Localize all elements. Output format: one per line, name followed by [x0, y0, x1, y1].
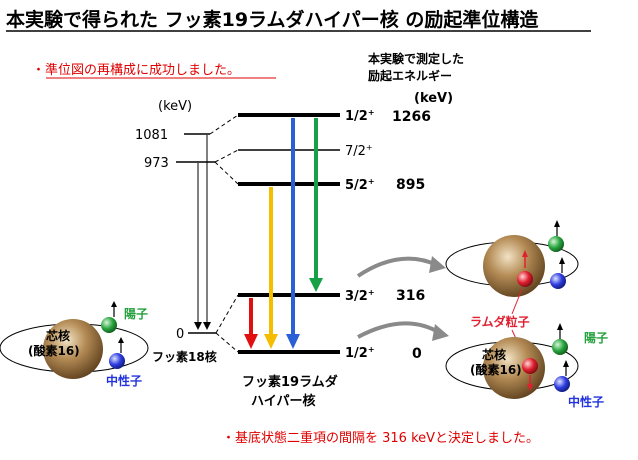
connector-dash — [215, 294, 239, 334]
f19-label-line2: ハイパー核 — [251, 393, 315, 409]
connector-dash — [215, 332, 239, 353]
f19-spin-7-2: 7/2+ — [345, 143, 373, 159]
f18-level-1081-label: 1081 — [135, 128, 168, 143]
curved-arrow-upper — [356, 256, 438, 278]
note-bottom: ・基底状態二重項の間隔を 316 keVと決定しました。 — [222, 430, 539, 446]
lambda-ball — [522, 358, 538, 374]
f18-label: フッ素18核 — [152, 349, 217, 364]
page-title: 本実験で得られた フッ素19ラムダハイパー核 の励起準位構造 — [6, 8, 539, 31]
f19-spin-3-2: 3/2+ — [345, 288, 375, 304]
curved-arrow-lower — [357, 321, 442, 339]
core-label-right-line1: 芯核 — [482, 347, 506, 362]
f19-label-line1: フッ素19ラムダ — [242, 374, 338, 390]
spin-arrowhead — [557, 323, 563, 330]
connector-dash — [209, 114, 239, 135]
core-label-left-line2: (酸素16) — [28, 343, 80, 358]
neutron-ball — [109, 353, 125, 369]
f19-spin-1-2-top: 1/2+ — [345, 108, 375, 124]
header-measured-line1: 本実験で測定した — [368, 51, 464, 66]
neutron-label-right: 中性子 — [568, 394, 604, 409]
spin-arrowhead — [554, 220, 560, 227]
core-label-right-line2: (酸素16) — [470, 362, 522, 377]
neutron-ball — [550, 273, 566, 289]
lambda-spin-arrowhead — [522, 250, 528, 257]
transition-yellow-arrow — [264, 187, 278, 349]
neutron-ball — [554, 376, 570, 392]
unit-kev-left: (keV) — [158, 99, 192, 114]
nucleus-f18-illustration — [0, 301, 149, 379]
lambda-pointer-upper — [511, 288, 523, 315]
nucleus-f19-excited-illustration — [445, 220, 579, 297]
header-measured-line2: 励起エネルギー — [368, 68, 452, 83]
proton-ball — [548, 236, 564, 252]
proton-label-left: 陽子 — [124, 307, 148, 321]
f19-energy-316: 316 — [396, 288, 425, 304]
f18-level-973-label: 973 — [144, 156, 169, 171]
proton-ball — [101, 317, 117, 333]
proton-ball — [552, 339, 568, 355]
transition-green-arrow — [309, 118, 323, 292]
spin-arrowhead — [559, 257, 565, 264]
transition-red-arrow — [244, 298, 258, 349]
spin-arrowhead — [111, 301, 117, 307]
f19-energy-0: 0 — [412, 346, 422, 362]
nucleus-f19-ground-illustration — [445, 323, 579, 399]
lambda-spin-arrowhead — [527, 384, 533, 391]
lambda-label: ラムダ粒子 — [470, 314, 530, 329]
core-nucleus — [43, 319, 103, 379]
f19-energy-895: 895 — [396, 177, 425, 193]
curved-arrowhead-upper — [429, 256, 446, 273]
transition-blue-arrow — [286, 118, 300, 349]
f19-spin-1-2-ground: 1/2+ — [345, 345, 375, 361]
curved-arrowhead-lower — [432, 324, 449, 341]
f19-energy-1266: 1266 — [392, 109, 431, 125]
spin-arrowhead — [118, 337, 124, 343]
neutron-label-left: 中性子 — [106, 373, 142, 388]
unit-kev-right: (keV) — [414, 91, 453, 106]
f19-spin-5-2: 5/2+ — [345, 177, 375, 193]
connector-dash — [214, 161, 239, 185]
core-label-left-line1: 芯核 — [46, 328, 70, 343]
note-top: ・準位図の再構成に成功しました。 — [32, 62, 240, 78]
lambda-ball — [517, 271, 533, 287]
proton-label-right: 陽子 — [584, 331, 608, 345]
core-nucleus — [483, 235, 545, 297]
connector-dash — [214, 149, 239, 163]
f18-level-0-label: 0 — [176, 327, 184, 342]
spin-arrowhead — [563, 360, 569, 367]
